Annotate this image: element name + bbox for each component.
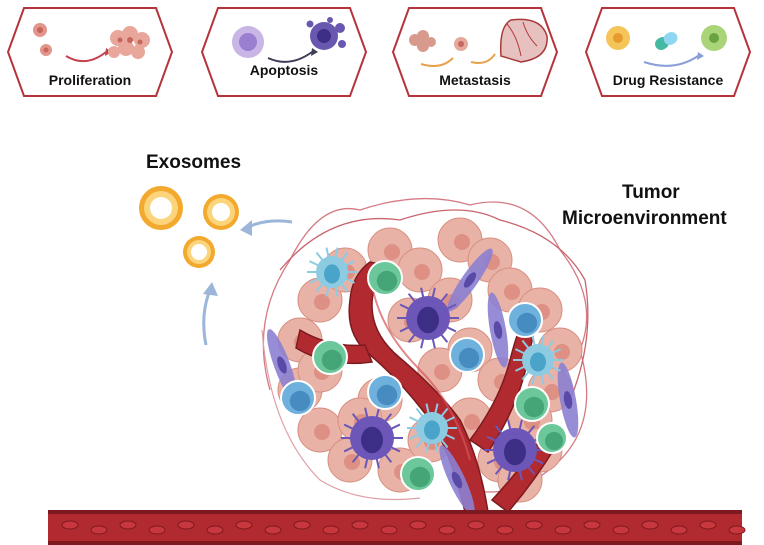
red-blood-cell — [90, 525, 108, 535]
red-blood-cell — [641, 520, 659, 530]
t-cell — [484, 419, 546, 481]
panel-apoptosis: Apoptosis — [200, 6, 368, 98]
fibroblast-cell — [439, 445, 475, 515]
red-blood-cell — [496, 525, 514, 535]
red-blood-cell — [148, 525, 166, 535]
fibroblast-cell — [557, 362, 579, 438]
nk-cell — [514, 386, 550, 422]
t-cell — [397, 287, 459, 349]
dendritic-cell — [307, 247, 357, 297]
apoptosis-icon — [232, 17, 346, 63]
immune-cells — [266, 247, 579, 515]
panel-label: Metastasis — [439, 72, 511, 88]
nk-cell — [400, 456, 436, 492]
red-blood-cell — [670, 525, 688, 535]
dendritic-cell — [407, 403, 457, 453]
red-blood-cell — [119, 520, 137, 530]
b-cell — [280, 380, 316, 416]
panel-metastasis: Metastasis — [391, 6, 559, 98]
red-blood-cell — [467, 520, 485, 530]
b-cell — [367, 374, 403, 410]
red-blood-cell — [438, 525, 456, 535]
exosomes-group — [139, 186, 239, 268]
panel-label: Proliferation — [48, 72, 132, 88]
dendritic-cell — [513, 335, 563, 385]
proliferation-icon — [33, 23, 150, 63]
red-blood-cell — [177, 520, 195, 530]
tumor-title-line2: Microenvironment — [562, 208, 727, 229]
drug-resistance-icon — [606, 25, 727, 67]
panel-label: Drug Resistance — [612, 72, 724, 88]
tumor-title-line1: Tumor — [622, 182, 680, 203]
t-cell — [341, 407, 403, 469]
fibroblast-cell — [447, 248, 493, 312]
red-blood-cell — [351, 520, 369, 530]
bottom-blood-vessel — [48, 510, 746, 545]
release-arrow-icon — [202, 282, 218, 346]
red-blood-cell — [409, 520, 427, 530]
panel-label: Apoptosis — [249, 62, 319, 78]
nk-cell — [312, 339, 348, 375]
red-blood-cell — [699, 520, 717, 530]
release-arrow-icon — [240, 219, 293, 236]
nk-cell — [367, 260, 403, 296]
red-blood-cell — [206, 525, 224, 535]
red-blood-cell — [380, 525, 398, 535]
exosomes-title: Exosomes — [146, 152, 242, 173]
red-blood-cell — [235, 520, 253, 530]
b-cell — [449, 337, 485, 373]
b-cell — [507, 302, 543, 338]
red-blood-cell — [583, 520, 601, 530]
tumor-boundary — [261, 329, 421, 501]
panel-drug-resistance: Drug Resistance — [584, 6, 752, 98]
red-blood-cell — [322, 525, 340, 535]
tumor-boundary — [279, 209, 589, 401]
exosome-icon — [203, 194, 239, 230]
red-blood-cell — [728, 525, 746, 535]
fibroblast-cell — [487, 292, 509, 368]
metastasis-icon — [409, 18, 548, 67]
red-blood-cell — [525, 520, 543, 530]
exosome-icon — [139, 186, 183, 230]
tumor-cell — [297, 277, 343, 323]
red-blood-cell — [61, 520, 79, 530]
exosome-icon — [183, 236, 215, 268]
tumor-boundary — [262, 197, 588, 493]
panel-proliferation: Proliferation — [6, 6, 174, 98]
nk-cell — [536, 422, 568, 454]
red-blood-cell — [554, 525, 572, 535]
red-blood-cell — [612, 525, 630, 535]
red-blood-cell — [293, 520, 311, 530]
tumor-cell — [297, 407, 343, 453]
red-blood-cell — [264, 525, 282, 535]
